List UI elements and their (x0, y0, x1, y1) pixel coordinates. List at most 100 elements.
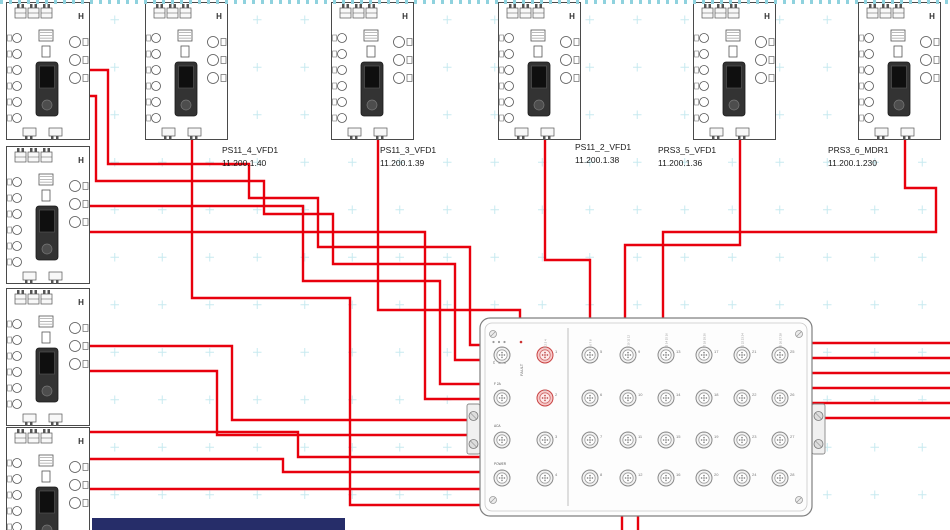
connector-circle-icon (699, 113, 709, 123)
port-number: 13 (676, 349, 681, 354)
device-label: PS11_4_VFD1 11.200.1.40 (222, 144, 278, 170)
connector-circle-icon (560, 72, 572, 84)
usb-port-icon (41, 189, 51, 202)
wire[interactable] (88, 369, 482, 437)
connector-circle-icon (12, 97, 22, 107)
connector-circle-icon (12, 399, 22, 409)
connector-circle-icon (69, 180, 81, 192)
vfd-device[interactable]: H (145, 2, 228, 141)
device-h-label: H (569, 12, 575, 21)
vfd-device[interactable]: H (498, 2, 581, 141)
svg-text:5 6 7 8: 5 6 7 8 (589, 339, 593, 348)
nav-wheel-icon (41, 243, 53, 255)
port-label: F 2A (494, 382, 502, 386)
wire[interactable] (190, 138, 482, 507)
port-label: ACA (494, 424, 501, 428)
fault-led-icon (519, 340, 523, 344)
connector-circle-icon (864, 33, 874, 43)
wire-layer (88, 68, 950, 530)
connector-circle-icon (337, 65, 347, 75)
device-h-label: H (929, 12, 935, 21)
vent-grille-icon (177, 29, 193, 42)
connector-circle-icon (920, 72, 932, 84)
wire[interactable] (543, 138, 592, 320)
connector-circle-icon (12, 319, 22, 329)
wire[interactable] (661, 138, 938, 320)
left-device-module[interactable]: H (6, 288, 90, 427)
device-h-label: H (402, 12, 408, 21)
display-screen (531, 65, 547, 89)
connector-circle-icon (337, 33, 347, 43)
connector-circle-icon (864, 49, 874, 59)
port-number: 24 (752, 472, 757, 477)
connector-circle-icon (699, 49, 709, 59)
connector-circle-icon (12, 367, 22, 377)
port-number: 19 (714, 434, 719, 439)
connector-circle-icon (12, 177, 22, 187)
connector-circle-icon (12, 474, 22, 484)
left-device-module[interactable]: H (6, 427, 90, 530)
device-name: PS11_2_VFD1 (575, 142, 632, 152)
device-name: PRS3_6_MDR1 (828, 145, 889, 155)
svg-text:17 18 19 20: 17 18 19 20 (703, 333, 707, 348)
usb-port-icon (180, 45, 190, 58)
connector-circle-icon (151, 33, 161, 43)
connector-circle-icon (207, 54, 219, 66)
left-device-module[interactable]: H (6, 2, 90, 141)
vfd-device[interactable]: H (693, 2, 776, 141)
connector-circle-icon (151, 97, 161, 107)
connector-circle-icon (207, 36, 219, 48)
connector-circle-icon (337, 49, 347, 59)
device-name: PS11_3_VFD1 (380, 145, 437, 155)
wire[interactable] (88, 94, 482, 362)
wire[interactable] (376, 138, 522, 320)
port-number: 10 (638, 392, 643, 397)
connector-circle-icon (69, 322, 81, 334)
connector-circle-icon (69, 54, 81, 66)
svg-text:13 14 15 16: 13 14 15 16 (665, 333, 669, 348)
display-screen (39, 65, 55, 89)
wire[interactable] (88, 230, 482, 401)
nav-wheel-icon (728, 99, 740, 111)
port-number: 26 (790, 392, 795, 397)
wire[interactable] (88, 457, 482, 474)
port-number: 25 (790, 349, 795, 354)
connector-circle-icon (504, 113, 514, 123)
vfd-device[interactable]: H (331, 2, 414, 141)
port-number: 20 (714, 472, 719, 477)
device-ip: 11.200.1.39 (380, 157, 425, 168)
device-h-label: H (216, 12, 222, 21)
port-number: 11 (638, 434, 643, 439)
connector-circle-icon (504, 33, 514, 43)
connector-circle-icon (69, 479, 81, 491)
nav-wheel-icon (41, 99, 53, 111)
left-device-module[interactable]: H (6, 146, 90, 285)
connector-circle-icon (69, 216, 81, 228)
wire[interactable] (88, 68, 482, 347)
display-screen (891, 65, 907, 89)
device-name: PRS3_5_VFD1 (658, 145, 717, 155)
connector-circle-icon (12, 65, 22, 75)
usb-port-icon (366, 45, 376, 58)
connector-circle-icon (699, 65, 709, 75)
status-led-icon (492, 340, 495, 344)
wire[interactable] (88, 430, 482, 459)
vfd-device[interactable]: H (858, 2, 941, 141)
wire[interactable] (88, 204, 482, 386)
port-number: 6 (600, 392, 603, 397)
wire[interactable] (88, 344, 482, 422)
display-screen (364, 65, 380, 89)
connector-circle-icon (69, 72, 81, 84)
connector-circle-icon (69, 497, 81, 509)
connector-circle-icon (864, 81, 874, 91)
connector-circle-icon (337, 81, 347, 91)
device-label: PS11_2_VFD1 11.200.1.38 (575, 141, 631, 167)
port-number: 8 (600, 472, 603, 477)
wire[interactable] (623, 138, 742, 320)
port-number: 27 (790, 434, 795, 439)
connector-circle-icon (560, 36, 572, 48)
connector-circle-icon (864, 113, 874, 123)
